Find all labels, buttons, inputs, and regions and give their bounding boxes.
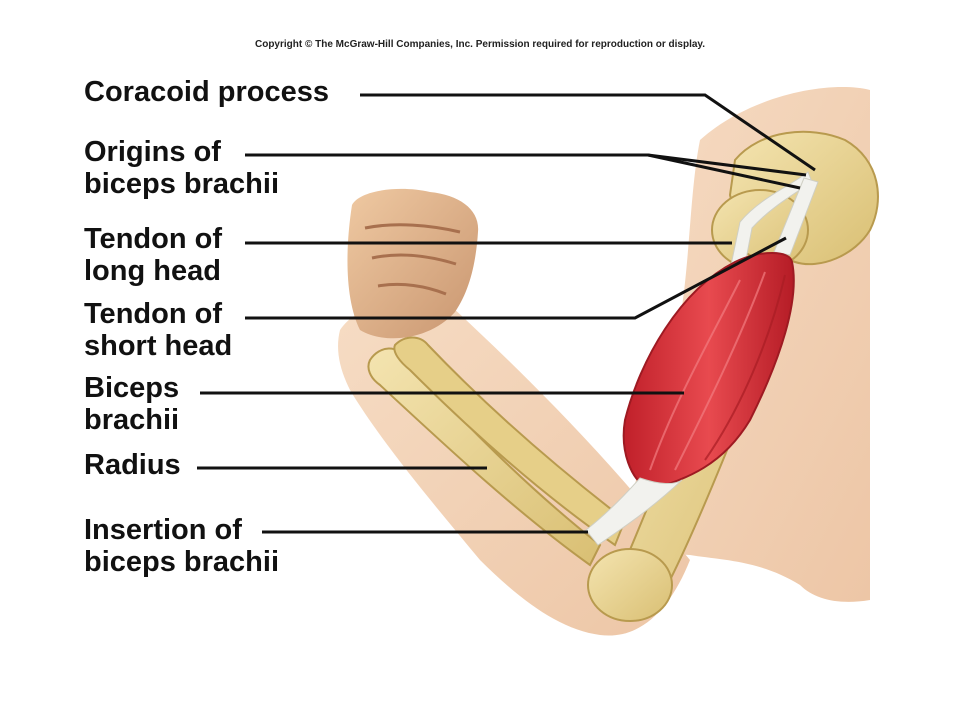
fist-knuckle-line-1 [364,223,461,234]
leader-tendon-short-head [245,236,787,320]
copyright-notice: Copyright © The McGraw-Hill Companies, I… [254,39,706,50]
label-coracoid-process-line-1: Coracoid process [84,76,329,108]
short-head-tendon-strip [773,177,819,256]
label-origins-line-2: biceps brachii [84,168,280,200]
label-tendon-short-line-2: short head [84,330,233,362]
label-coracoid-process: Coracoid process [84,76,329,108]
fist-knuckle-line-3 [377,282,447,296]
leader-origins-b [647,153,801,190]
biceps-fiber-3 [704,274,786,461]
label-insertion-line-2: biceps brachii [84,546,280,578]
leader-lines [197,93,816,534]
fist-knuckle-line-2 [371,253,457,266]
label-origins-of-biceps-brachii: Origins of biceps brachii [84,136,279,200]
label-tendon-of-short-head: Tendon of short head [84,298,232,362]
label-origins-line-1: Origins of [84,136,221,168]
label-radius-line-1: Radius [84,449,181,481]
label-tendon-short-line-1: Tendon of [84,298,222,330]
elbow-joint [587,548,673,622]
insertion-tendon [585,477,683,546]
biceps-fiber-1 [649,279,741,471]
label-biceps-line-1: Biceps [84,372,180,404]
label-biceps-line-2: brachii [84,404,180,436]
label-tendon-of-long-head: Tendon of long head [84,223,222,287]
label-biceps-brachii: Biceps brachii [84,372,179,436]
label-radius: Radius [84,449,181,481]
label-insertion-of-biceps-brachii: Insertion of biceps brachii [84,514,279,578]
label-tendon-long-line-1: Tendon of [84,223,222,255]
label-tendon-long-line-2: long head [84,255,221,287]
biceps-fiber-2 [674,271,766,471]
leader-coracoid-process [360,93,816,172]
label-insertion-line-1: Insertion of [84,514,242,546]
ulna-bone [393,336,627,547]
